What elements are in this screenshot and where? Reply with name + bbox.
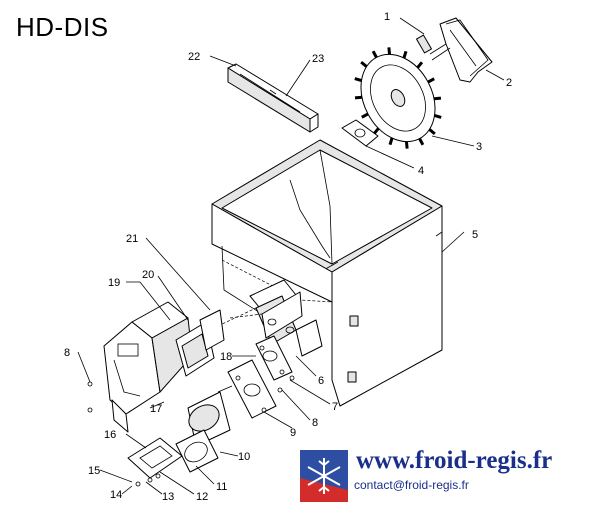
callout-4: 4 (418, 165, 424, 177)
wheel-tooth (433, 96, 442, 101)
leader-lines (77, 17, 505, 495)
part-agitator-wheel (354, 47, 442, 149)
part-internal-bracket (217, 279, 323, 357)
part-dispenser-housing (103, 301, 225, 433)
callout-8: 8 (64, 347, 70, 359)
callout-17: 17 (150, 403, 162, 415)
wheel-tooth (418, 137, 425, 146)
part-flange-plate (341, 119, 379, 147)
snowflake-icon (300, 450, 348, 502)
wheel-tooth (354, 95, 363, 100)
callout-7: 7 (332, 401, 338, 413)
part-hand-crank (416, 17, 493, 83)
callout-3: 3 (476, 141, 482, 153)
callout-14: 14 (110, 489, 122, 501)
wheel-tooth (371, 50, 378, 59)
wheel-tooth (427, 77, 435, 84)
callout-13: 13 (162, 491, 174, 503)
wheel-tooth (361, 112, 369, 119)
callout-6: 6 (318, 375, 324, 387)
wheel-tooth (360, 60, 368, 68)
callout-15: 15 (88, 465, 100, 477)
callout-19: 19 (108, 277, 120, 289)
callout-22: 22 (188, 51, 200, 63)
callout-5: 5 (472, 229, 478, 241)
wheel-tooth (404, 141, 409, 149)
part-motor-flange (227, 359, 277, 419)
callout-21: 21 (126, 233, 138, 245)
part-cover-bar (227, 63, 319, 133)
email-link[interactable]: contact@froid-regis.fr (354, 478, 469, 492)
diagram-title: HD-DIS (16, 12, 109, 42)
wheel-tooth (354, 77, 362, 83)
wheel-tooth (372, 127, 380, 135)
wheel-tooth (388, 137, 394, 146)
callout-10: 10 (238, 451, 250, 463)
callout-16: 16 (104, 429, 116, 441)
callout-1: 1 (384, 11, 390, 23)
part-hopper-body (211, 139, 443, 407)
callout-11: 11 (216, 481, 227, 493)
part-mounting-plate (255, 335, 293, 381)
wheel-tooth (428, 128, 436, 136)
callout-2: 2 (506, 77, 512, 89)
wheel-tooth (434, 113, 442, 119)
part-chute-plate (127, 437, 183, 479)
callout-12: 12 (196, 491, 208, 503)
callout-9: 9 (290, 427, 296, 439)
callout-18: 18 (220, 351, 232, 363)
website-link[interactable]: www.froid-regis.fr (356, 447, 553, 474)
callout-20: 20 (142, 269, 154, 281)
wheel-tooth (402, 50, 408, 59)
part-motor (175, 385, 233, 473)
wheel-tooth (387, 47, 392, 55)
callout-23: 23 (312, 53, 324, 65)
wheel-tooth (416, 61, 424, 69)
callout-8: 8 (312, 417, 318, 429)
